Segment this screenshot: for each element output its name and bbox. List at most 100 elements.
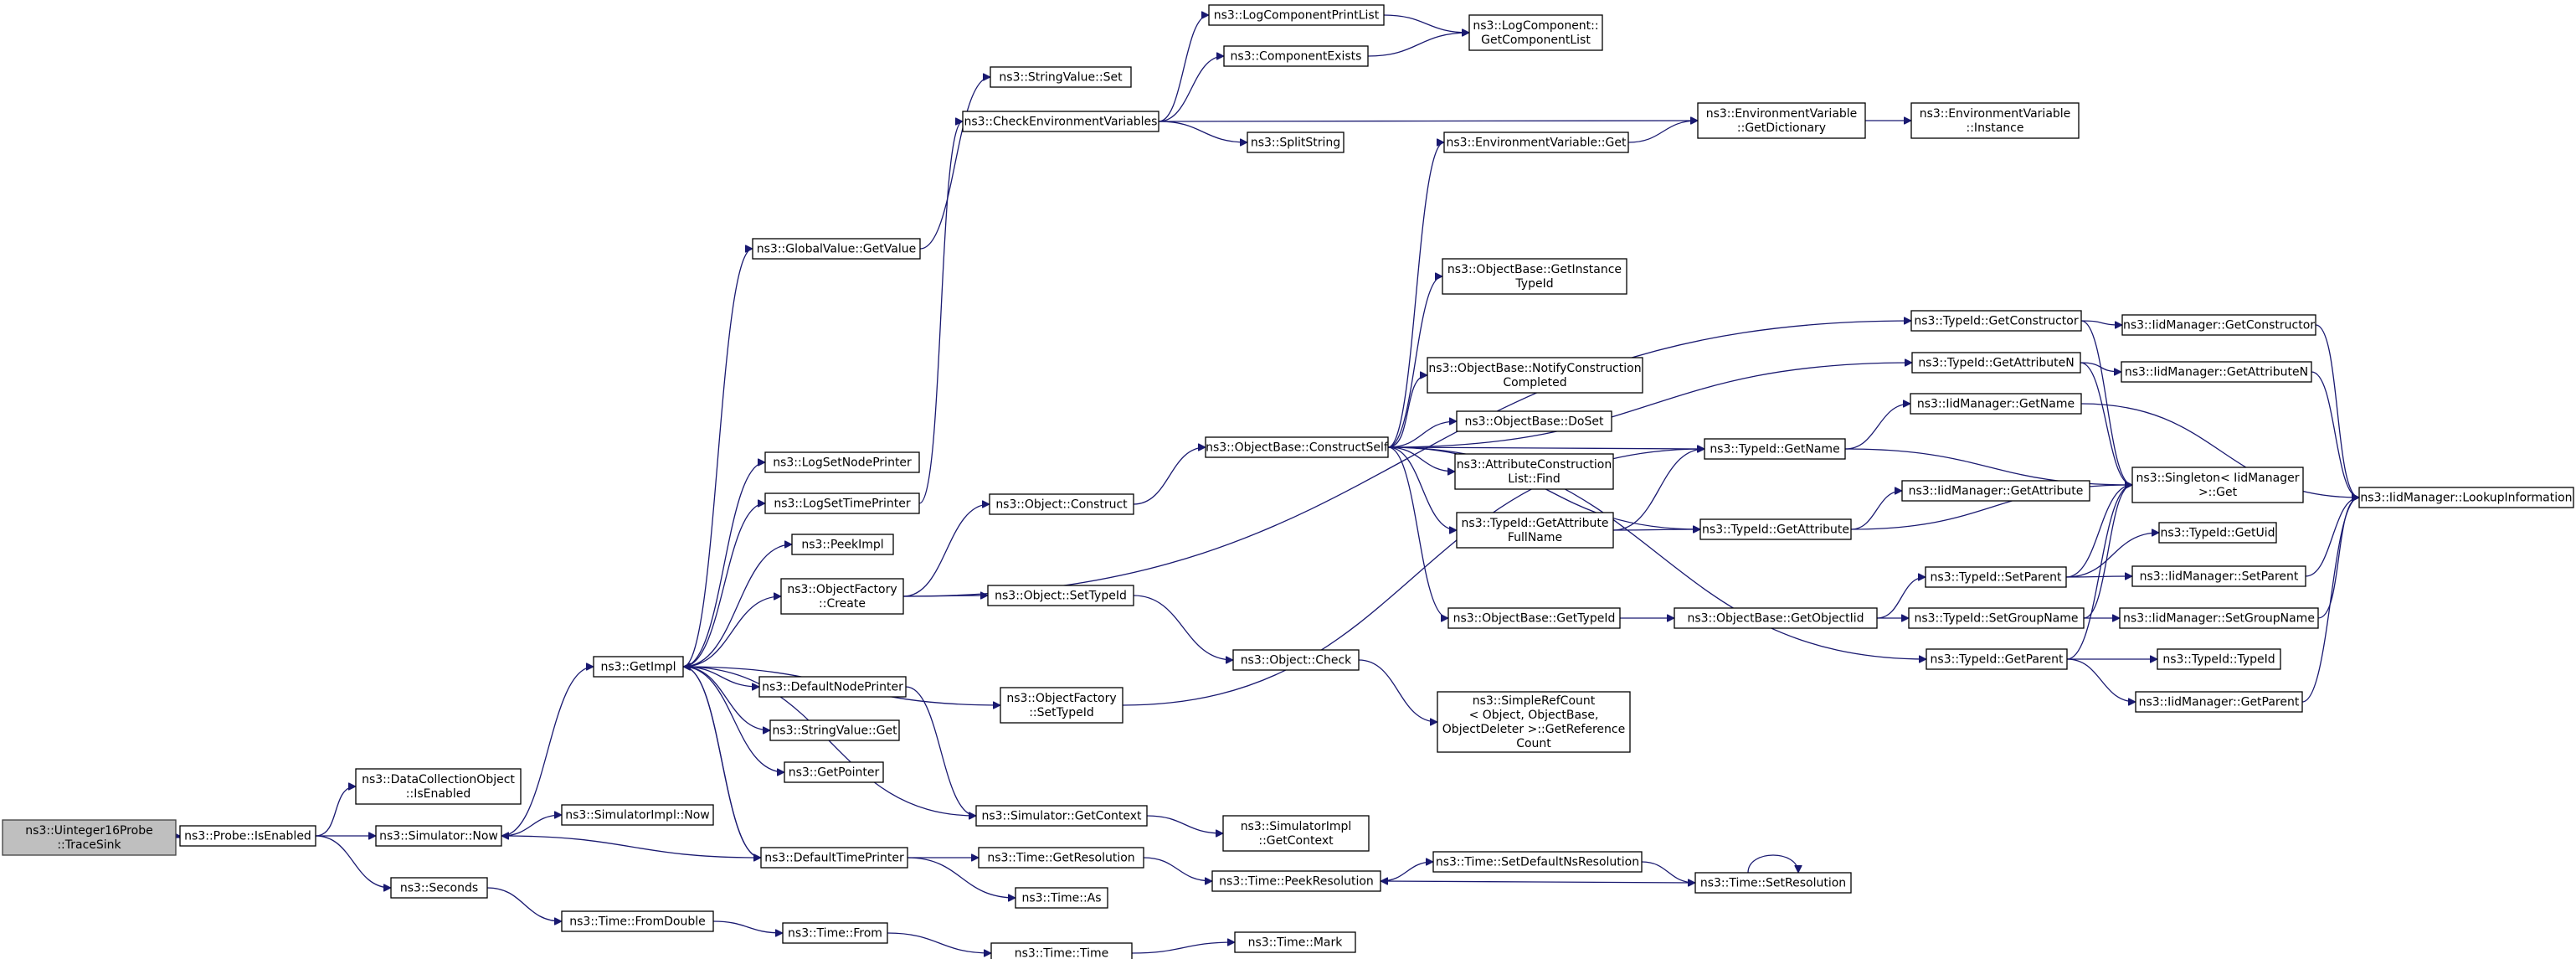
node-iidmgr-getname[interactable]: ns3::IidManager::GetName — [1910, 393, 2082, 415]
node-label-line: ::Instance — [1967, 121, 2024, 135]
node-typeid-getuid[interactable]: ns3::TypeId::GetUid — [2158, 522, 2277, 544]
node-logcomponentprintlist[interactable]: ns3::LogComponentPrintList — [1208, 4, 1385, 26]
node-time-mark[interactable]: ns3::Time::Mark — [1234, 931, 1356, 953]
node-stringvalue-set[interactable]: ns3::StringValue::Set — [990, 66, 1132, 88]
edge-envvar-get-to-envvar-getdict — [1627, 121, 1698, 143]
node-typeid-setgroupname[interactable]: ns3::TypeId::SetGroupName — [1908, 607, 2085, 629]
node-time-getresolution[interactable]: ns3::Time::GetResolution — [978, 847, 1144, 869]
node-iidmgr-getattributen[interactable]: ns3::IidManager::GetAttributeN — [2121, 361, 2312, 383]
node-defaultnodeprinter[interactable]: ns3::DefaultNodePrinter — [758, 676, 907, 698]
node-label-line: ns3::Simulator::Now — [379, 830, 498, 843]
node-box — [1925, 566, 2067, 588]
node-peekimpl[interactable]: ns3::PeekImpl — [791, 534, 894, 555]
node-box — [2157, 648, 2281, 670]
edge-objbase-constructself-to-objbase-notifyconstruction — [1387, 375, 1428, 448]
node-time-time[interactable]: ns3::Time::Time — [990, 942, 1133, 959]
node-simimpl-now[interactable]: ns3::SimulatorImpl::Now — [561, 804, 714, 826]
node-fromdouble[interactable]: ns3::Time::FromDouble — [561, 910, 714, 932]
node-simimpl-getcontext[interactable]: ns3::SimulatorImpl::GetContext — [1222, 815, 1370, 852]
node-simplerefcount[interactable]: ns3::SimpleRefCount< Object, ObjectBase,… — [1437, 691, 1631, 753]
node-envvar-get[interactable]: ns3::EnvironmentVariable::Get — [1443, 131, 1629, 153]
node-getimpl[interactable]: ns3::GetImpl — [593, 656, 684, 678]
node-seconds[interactable]: ns3::Seconds — [390, 877, 488, 899]
node-box — [990, 942, 1133, 959]
edge-arrow — [1383, 14, 1469, 33]
node-box — [375, 825, 502, 847]
node-label-line: ::TraceSink — [57, 838, 121, 852]
node-time-from[interactable]: ns3::Time::From — [782, 922, 888, 944]
node-globalvalue-getvalue[interactable]: ns3::GlobalValue::GetValue — [752, 238, 921, 260]
node-sim-now[interactable]: ns3::Simulator::Now — [375, 825, 502, 847]
edge-arrow — [918, 121, 964, 504]
node-logcomponent-getlist[interactable]: ns3::LogComponent::GetComponentList — [1468, 14, 1603, 51]
node-label-line: ns3::TypeId::GetUid — [2160, 527, 2275, 540]
node-box — [784, 761, 884, 783]
node-typeid-setparent[interactable]: ns3::TypeId::SetParent — [1925, 566, 2067, 588]
node-time-as[interactable]: ns3::Time::As — [1015, 887, 1108, 909]
node-splitstring[interactable]: ns3::SplitString — [1247, 131, 1345, 153]
node-iidmgr-lookupinformation[interactable]: ns3::IidManager::LookupInformation — [2358, 487, 2574, 508]
node-objbase-notifyconstruction[interactable]: ns3::ObjectBase::NotifyConstructionCompl… — [1427, 357, 1643, 394]
node-objbase-constructself[interactable]: ns3::ObjectBase::ConstructSelf — [1205, 436, 1389, 458]
node-typeid-typeid[interactable]: ns3::TypeId::TypeId — [2157, 648, 2281, 670]
edge-arrow — [1876, 577, 1926, 619]
node-label-line: ns3::IidManager::GetParent — [2139, 696, 2300, 709]
node-typeid-getattribute[interactable]: ns3::TypeId::GetAttribute — [1699, 518, 1852, 540]
node-dco-isenabled[interactable]: ns3::DataCollectionObject::IsEnabled — [355, 768, 522, 805]
node-envvar-getdict[interactable]: ns3::EnvironmentVariable::GetDictionary — [1697, 102, 1866, 139]
node-singleton-get[interactable]: ns3::Singleton< IidManager>::Get — [2131, 467, 2304, 503]
node-logsetnodeprinter[interactable]: ns3::LogSetNodePrinter — [764, 451, 920, 473]
node-iidmgr-getparent[interactable]: ns3::IidManager::GetParent — [2135, 691, 2303, 713]
node-time-peekresolution[interactable]: ns3::Time::PeekResolution — [1211, 870, 1381, 892]
node-getpointer[interactable]: ns3::GetPointer — [784, 761, 884, 783]
node-box — [593, 656, 684, 678]
node-iidmgr-setparent[interactable]: ns3::IidManager::SetParent — [2131, 565, 2306, 587]
node-objectfactory-create[interactable]: ns3::ObjectFactory::Create — [780, 578, 904, 615]
node-box — [1211, 870, 1381, 892]
node-iidmgr-getconstructor[interactable]: ns3::IidManager::GetConstructor — [2121, 314, 2316, 336]
node-typeid-getparent[interactable]: ns3::TypeId::GetParent — [1926, 648, 2068, 670]
node-objbase-doset[interactable]: ns3::ObjectBase::DoSet — [1456, 410, 1612, 432]
node-objbase-gettypeid[interactable]: ns3::ObjectBase::GetTypeId — [1447, 607, 1621, 629]
node-iidmgr-setgroupname[interactable]: ns3::IidManager::SetGroupName — [2119, 607, 2319, 629]
node-object-construct[interactable]: ns3::Object::Construct — [989, 493, 1134, 515]
node-typeid-getname[interactable]: ns3::TypeId::GetName — [1704, 438, 1846, 460]
node-box — [760, 847, 908, 869]
edge-arrow — [2065, 533, 2159, 578]
node-root[interactable]: ns3::Uinteger16Probe::TraceSink — [2, 819, 177, 856]
node-time-setresolution[interactable]: ns3::Time::SetResolution — [1694, 872, 1852, 894]
edge-arrow — [902, 504, 990, 597]
node-objbase-getobjectiid[interactable]: ns3::ObjectBase::GetObjectIid — [1674, 607, 1878, 629]
node-label-line: ns3::IidManager::GetAttributeN — [2125, 366, 2308, 379]
node-time-setdefaultnsresolution[interactable]: ns3::Time::SetDefaultNsResolution — [1432, 851, 1643, 873]
edge-arrow — [1387, 142, 1445, 448]
node-label-line: ns3::Probe::IsEnabled — [184, 830, 311, 843]
edge-arrow — [1747, 854, 1798, 874]
edge-componentexists-to-logcomponent-getlist — [1367, 33, 1469, 57]
node-label-line: ns3::ObjectFactory — [787, 583, 897, 596]
node-stringvalue-get[interactable]: ns3::StringValue::Get — [769, 719, 900, 741]
node-sim-getcontext[interactable]: ns3::Simulator::GetContext — [975, 805, 1148, 827]
node-label-line: ns3::Object::Check — [1241, 654, 1352, 668]
node-componentexists[interactable]: ns3::ComponentExists — [1223, 45, 1369, 67]
edge-iidmgr-getname-to-iidmgr-lookupinformation — [2080, 403, 2359, 498]
node-defaulttimeprinter[interactable]: ns3::DefaultTimePrinter — [760, 847, 908, 869]
node-logsettimeprinter[interactable]: ns3::LogSetTimePrinter — [764, 492, 920, 514]
edge-typeid-getname-to-singleton-get — [1844, 448, 2132, 485]
node-label-line: ns3::Time::From — [788, 927, 882, 941]
node-iidmgr-getattribute[interactable]: ns3::IidManager::GetAttribute — [1901, 480, 2090, 502]
node-typeid-getattributen[interactable]: ns3::TypeId::GetAttributeN — [1911, 352, 2081, 374]
node-probe-isenabled[interactable]: ns3::Probe::IsEnabled — [179, 825, 316, 847]
node-label-line: Count — [1516, 737, 1551, 750]
node-object-settypeid[interactable]: ns3::Object::SetTypeId — [987, 585, 1134, 606]
node-envvar-instance[interactable]: ns3::EnvironmentVariable::Instance — [1910, 102, 2080, 139]
node-checkenv[interactable]: ns3::CheckEnvironmentVariables — [962, 111, 1159, 132]
node-objectfactory-settypeid[interactable]: ns3::ObjectFactory::SetTypeId — [1000, 687, 1123, 724]
node-object-check[interactable]: ns3::Object::Check — [1232, 649, 1360, 671]
node-typeid-getconstructor[interactable]: ns3::TypeId::GetConstructor — [1910, 310, 2082, 332]
edge-object-check-to-simplerefcount — [1358, 659, 1437, 722]
